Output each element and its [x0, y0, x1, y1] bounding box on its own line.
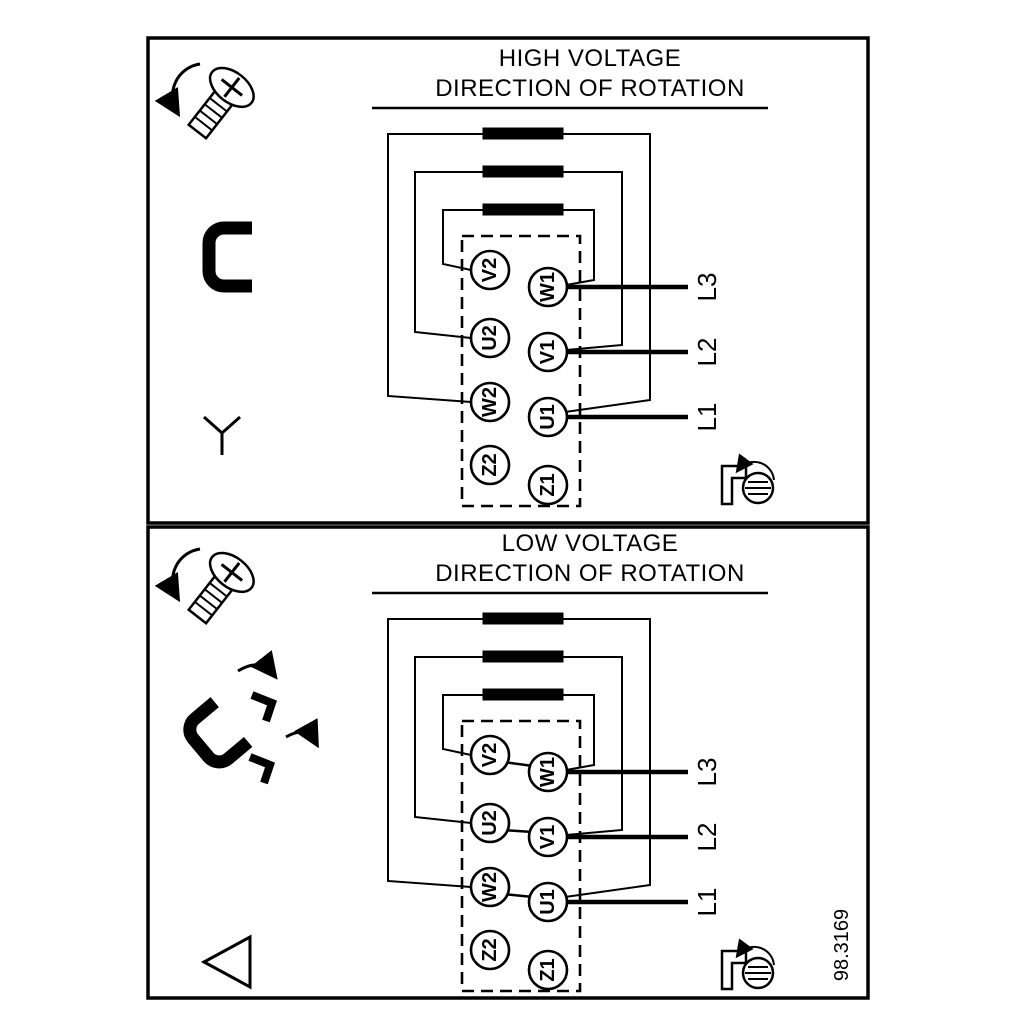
screw-thread [209, 582, 228, 598]
screw-thread [194, 601, 213, 617]
wiring [387, 133, 651, 413]
supply-line-label: L1 [692, 403, 722, 432]
jumper-bar [482, 612, 564, 625]
terminal-w2 [469, 866, 511, 908]
terminal-u2 [469, 317, 511, 359]
terminal-label: U2 [479, 810, 501, 836]
jumper-piece [183, 697, 253, 769]
terminal-label: V1 [537, 825, 559, 849]
panel-title-voltage: HIGH VOLTAGE [499, 45, 681, 72]
terminal-v2 [469, 734, 511, 776]
terminal-label: U2 [479, 325, 501, 351]
terminal-label: W2 [479, 387, 501, 417]
rotation-arrow [735, 453, 775, 481]
supply-line-label: L3 [692, 273, 722, 302]
part-number: 98.3169 [831, 909, 853, 981]
terminal-w2 [469, 381, 511, 423]
wire [563, 133, 651, 413]
terminal-z2 [469, 444, 511, 486]
terminal-z2 [469, 929, 511, 971]
screw-thread [209, 97, 228, 113]
terminal-box [460, 719, 582, 993]
terminal-label: U1 [537, 889, 559, 915]
rotation-arrow [735, 938, 775, 966]
panel-low-voltage: LOW VOLTAGE DIRECTION OF ROTATION V2 U2 [154, 530, 853, 993]
wire [387, 133, 483, 403]
panel-title-rotation: DIRECTION OF ROTATION [435, 75, 745, 102]
wire [442, 209, 483, 271]
jumper-bar [482, 203, 564, 216]
supply-line-label: L3 [692, 758, 722, 787]
terminal-label: V2 [479, 258, 501, 282]
star-connection-icon [203, 415, 241, 455]
wire [563, 209, 595, 286]
wire [563, 656, 623, 836]
terminal-box [460, 234, 582, 508]
screw-slot [220, 563, 244, 582]
screw-icon [154, 62, 255, 141]
rotation-direction-icon [720, 453, 775, 506]
terminal-z1 [527, 949, 569, 991]
terminal-label: U1 [537, 404, 559, 430]
wire [563, 694, 595, 771]
screw-icon [154, 547, 255, 626]
terminal-jumper-icon [202, 221, 252, 293]
rotation-direction-icon [720, 938, 775, 991]
screw-slot [220, 78, 244, 97]
screw-thread [204, 103, 223, 119]
wire [387, 618, 483, 888]
terminal-label: Z2 [479, 453, 501, 476]
move-arrow [237, 650, 278, 680]
terminal-v2 [469, 249, 511, 291]
delta-connection-icon [200, 934, 252, 990]
wire [563, 618, 651, 898]
screw-turn-arrow [154, 547, 201, 603]
supply-line-label: L2 [692, 338, 722, 367]
terminal-label: V1 [537, 340, 559, 364]
panel-title-rotation: DIRECTION OF ROTATION [435, 560, 745, 587]
jumper-piece [250, 691, 277, 723]
screw-thread [194, 116, 213, 132]
wiring [387, 618, 651, 898]
jumper-piece [248, 753, 275, 785]
terminal-label: Z1 [537, 473, 559, 496]
supply-line-label: L1 [692, 888, 722, 917]
jumper-bar [482, 650, 564, 663]
screw-thread [204, 588, 223, 604]
terminal-label: Z1 [537, 958, 559, 981]
high-voltage-panel-frame [146, 36, 870, 525]
wire [414, 656, 483, 824]
jumper-bar [482, 688, 564, 701]
wire [563, 171, 623, 351]
screw-turn-arrow [154, 62, 201, 118]
terminal-u2 [469, 802, 511, 844]
terminal-z1 [527, 464, 569, 506]
terminal-label: W2 [479, 872, 501, 902]
wire [414, 171, 483, 339]
move-arrow [285, 718, 319, 749]
loose-jumpers-icon [183, 650, 319, 785]
terminal-label: W1 [537, 272, 559, 302]
panel-title-voltage: LOW VOLTAGE [502, 530, 679, 557]
jumper-bar [482, 127, 564, 140]
jumper-bar [482, 165, 564, 178]
terminal-label: V2 [479, 743, 501, 767]
panel-high-voltage: HIGH VOLTAGE DIRECTION OF ROTATION V2 U2… [154, 45, 775, 508]
screw-thread [199, 594, 218, 610]
low-voltage-panel-frame [146, 525, 870, 1000]
terminal-label: Z2 [479, 938, 501, 961]
terminal-label: W1 [537, 757, 559, 787]
supply-line-label: L2 [692, 823, 722, 852]
wire [442, 694, 483, 756]
screw-thread [199, 109, 218, 125]
